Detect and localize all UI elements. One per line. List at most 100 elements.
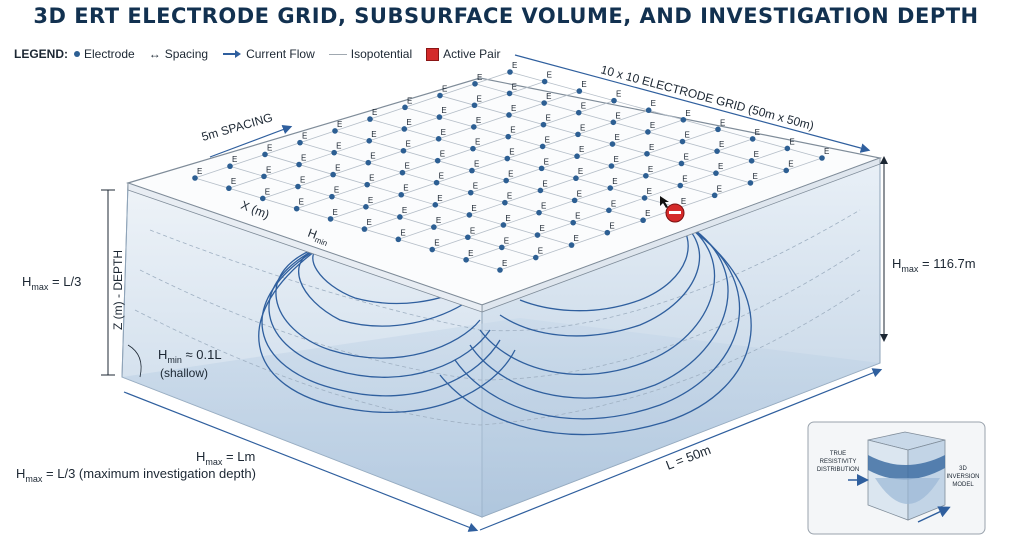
electrode [297,139,303,146]
electrode [678,160,685,167]
electrode-label: E [266,165,271,174]
electrode-label: E [403,184,408,193]
electrode [433,179,440,186]
electrode [499,244,505,251]
grid-line [398,128,719,240]
electrode-label: E [651,99,656,108]
electrode [574,153,580,160]
electrode [819,155,825,161]
grid-line [499,157,823,271]
dot-icon [74,51,80,57]
grid-line [262,90,580,199]
hmax-lm-label: Hmax = Lm [196,449,255,467]
electrode-label: E [404,162,409,171]
electrode-label: E [546,92,551,101]
electrode [610,119,617,126]
electrode-label: E [541,202,546,211]
electrode-label: E [788,159,793,168]
electrode-label: E [468,249,473,258]
electrode [471,102,478,109]
electrode [470,145,476,152]
electrode [677,182,684,189]
grid-line [330,109,649,220]
electrode [747,180,754,186]
electrode-label: E [366,218,371,227]
electrode-label: E [718,162,723,171]
active-pair-marker [665,203,685,223]
electrode-label: E [437,194,442,203]
electrode [365,159,372,166]
grid-line [465,148,788,261]
electrode [534,232,541,238]
electrode [506,112,512,118]
electrode-label: E [545,114,550,123]
electrode-label: E [369,174,374,183]
electrode-label: E [502,259,507,268]
electrode [575,109,582,116]
inset-right-line: 3D [959,466,967,472]
electrode-label: E [719,140,724,149]
inset-panel: TRUE RESISTIVITY DISTRIBUTION 3D INVERSI… [807,421,986,535]
electrode [435,136,442,142]
electrode [463,256,469,263]
spacing-label: 5m SPACING [200,110,274,144]
electrode [296,161,302,168]
electrode [608,163,615,169]
electrode-label: E [538,247,543,256]
electrode [570,219,576,226]
electrode-label: E [370,152,375,161]
electrode-label: E [300,176,305,185]
electrode-label: E [615,111,620,120]
electrode-label: E [616,90,621,99]
electrode-label: E [754,150,759,159]
grid-line [296,100,615,210]
electrode-label: E [436,216,441,225]
grid-line [299,142,608,234]
legend-label: Spacing [164,47,209,61]
electrode [640,217,646,224]
electrode [500,222,507,228]
electrode [749,136,756,142]
electrode-label: E [473,182,478,191]
electrode-label: E [581,80,586,89]
electrode [680,116,687,123]
electrode [363,204,369,210]
legend-label: Isopotential [350,47,413,61]
hmin-label: Hmin ≈ 0.1L [158,347,222,365]
electrode [331,149,337,156]
electrode [575,131,581,138]
shallow-label: (shallow) [160,366,208,380]
electrode [192,175,198,181]
grid-line [474,83,787,171]
inset-bowl [875,478,940,504]
electrode-label: E [511,104,516,113]
electrode-label: E [512,61,517,70]
electrode-label: E [299,198,304,207]
electrode [607,185,614,191]
electrode [714,148,720,154]
electrode-label: E [372,108,377,117]
electrode [471,124,477,130]
electrode [503,177,509,184]
cursor-icon [660,196,669,208]
electrode [784,145,791,152]
grid-line [509,71,823,159]
legend-label: Electrode [84,47,135,61]
grid-line [334,130,644,221]
electrode-label: E [684,131,689,140]
electrode-label: E [504,236,509,245]
legend-item-isopotential: Isopotential [328,47,413,61]
electrode-label: E [267,143,272,152]
legend: LEGEND: Electrode ↔ Spacing Current Flow… [14,47,509,61]
surface-edge [127,182,483,313]
electrode-label: E [477,73,482,82]
electrode [504,155,511,162]
electrode-label: E [442,85,447,94]
box-back-edge [121,182,129,378]
electrode [541,78,548,85]
electrode [497,267,503,273]
electrode-label: E [368,196,373,205]
electrode [227,163,233,170]
electrode-label: E [648,165,653,174]
right-depth-dimension [880,156,888,342]
